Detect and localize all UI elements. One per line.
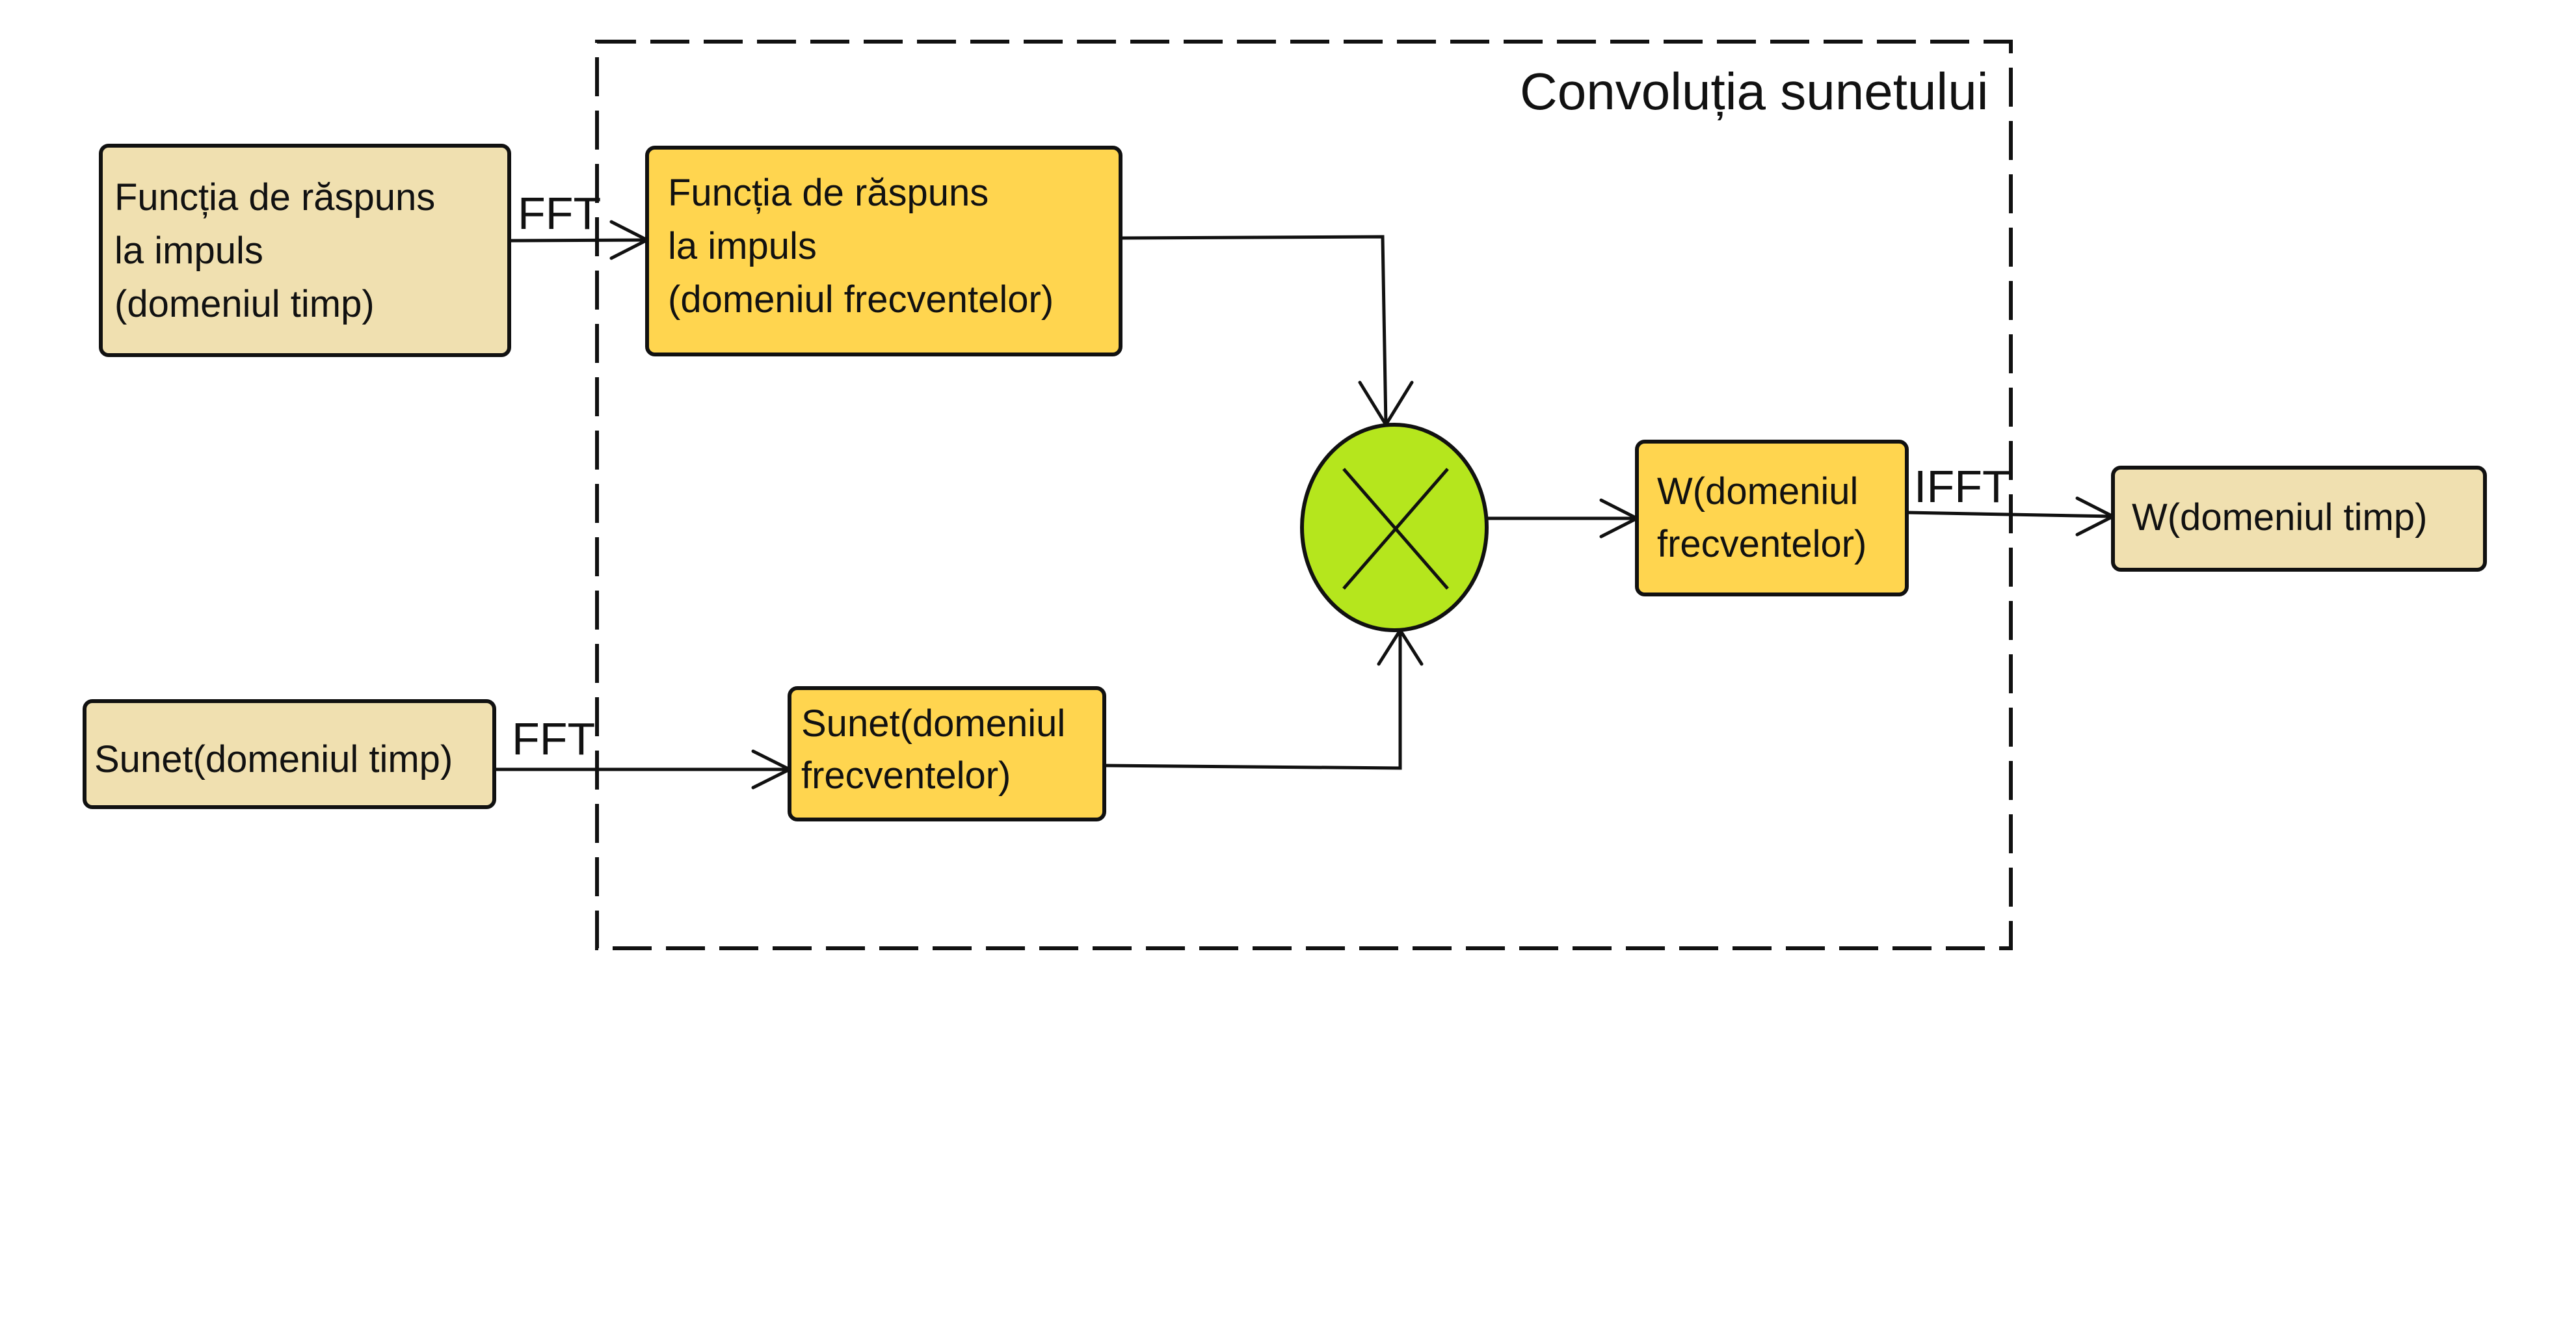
node-impulse-time-line-1: Funcția de răspuns (114, 176, 435, 219)
node-w-freq: W(domeniul frecventelor) (1635, 440, 1909, 596)
node-impulse-freq-box (645, 146, 1122, 356)
node-w-freq-line-1: W(domeniul (1657, 470, 1858, 513)
edge-sound-freq-to-multiply (1104, 628, 1424, 770)
convolution-group-border (595, 40, 2013, 950)
node-sound-freq: Sunet(domeniul frecventelor) (788, 686, 1106, 821)
node-w-freq-line-2: frecventelor) (1657, 523, 1866, 565)
edge-impulse-freq-to-multiply (1120, 235, 1414, 427)
node-sound-freq-line-1: Sunet(domeniul (801, 702, 1065, 745)
multiply-cross-line-2 (1342, 468, 1449, 590)
edge-label-fft-bottom: FFT (512, 713, 595, 764)
edge-label-fft-top: FFT (518, 188, 601, 239)
node-impulse-time-line-3: (domeniul timp) (114, 283, 375, 325)
edge-multiply-to-w-freq (1487, 498, 1639, 539)
node-impulse-time-box (99, 144, 511, 357)
edge-label-ifft: IFFT (1914, 461, 2010, 512)
node-w-time-line-1: W(domeniul timp) (2132, 496, 2427, 539)
edge-sound-to-freq (494, 749, 791, 790)
node-sound-time-line-1: Sunet(domeniul timp) (94, 738, 453, 780)
edge-w-freq-to-w-time (1906, 496, 2115, 537)
arrowhead-to-w-freq (1599, 498, 1639, 539)
node-sound-time: Sunet(domeniul timp) (83, 699, 496, 809)
node-impulse-freq: Funcția de răspuns la impuls (domeniul f… (645, 146, 1122, 356)
node-w-time-box (2111, 466, 2487, 572)
node-w-time: W(domeniul timp) (2111, 466, 2487, 572)
node-sound-freq-box (788, 686, 1106, 821)
arrowhead-fft-top (609, 220, 649, 260)
node-impulse-freq-line-1: Funcția de răspuns (668, 172, 989, 214)
node-impulse-time-line-2: la impuls (114, 230, 263, 272)
node-impulse-time: Funcția de răspuns la impuls (domeniul t… (99, 144, 511, 357)
node-sound-time-box (83, 699, 496, 809)
edge-fft-top (509, 220, 649, 260)
arrowhead-to-multiply-bottom (1377, 628, 1424, 666)
arrowhead-ifft (2075, 496, 2115, 537)
node-w-freq-box (1635, 440, 1909, 596)
node-sound-freq-line-2: frecventelor) (801, 754, 1011, 797)
arrowhead-fft-bottom (751, 749, 791, 790)
node-impulse-freq-line-3: (domeniul frecventelor) (668, 278, 1054, 321)
node-multiply (1300, 423, 1489, 632)
node-impulse-freq-line-2: la impuls (668, 225, 817, 267)
group-title: Convoluția sunetului (1520, 62, 1988, 120)
arrowhead-to-multiply-top (1358, 380, 1414, 427)
